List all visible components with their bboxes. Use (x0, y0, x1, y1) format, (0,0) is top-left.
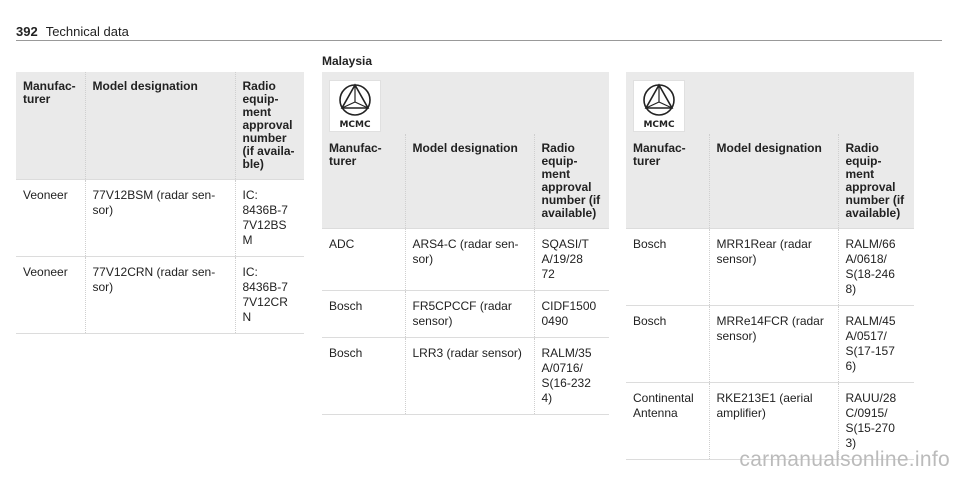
header-divider (16, 40, 942, 41)
cell-manufacturer: Bosch (626, 305, 709, 383)
cell-model-designation: 77V12BSM (radar sen-sor) (84, 179, 235, 257)
cell-model-designation: ARS4-C (radar sen-sor) (404, 228, 534, 291)
logo-cell: MCMC (626, 72, 914, 134)
radio-approval-table-2: MCMC Manufac-turer Model designation Rad… (322, 72, 609, 415)
header-manufacturer: Manufac-turer (626, 134, 709, 229)
section-title: Technical data (45, 24, 129, 39)
logo-text: MCMC (339, 120, 371, 130)
cell-manufacturer: Veoneer (16, 256, 85, 334)
approval-column-2: Malaysia MCMC Manufac-turer Model design… (322, 54, 609, 415)
region-title-spacer (16, 54, 304, 72)
table-row: Veoneer 77V12BSM (radar sen-sor) IC:8436… (16, 179, 304, 257)
mcmc-logo: MCMC (633, 80, 685, 132)
logo-row: MCMC (322, 72, 609, 134)
page-header: 392 Technical data (16, 24, 129, 39)
header-model-designation: Model designation (404, 134, 534, 229)
logo-cell: MCMC (322, 72, 609, 134)
region-title: Malaysia (322, 54, 373, 68)
logo-text: MCMC (643, 120, 675, 130)
cell-model-designation: 77V12CRN (radar sen-sor) (84, 256, 235, 334)
watermark: carmanualsonline.info (739, 448, 950, 471)
mcmc-logo: MCMC (329, 80, 381, 132)
cell-manufacturer: Veoneer (16, 179, 85, 257)
table-row: Veoneer 77V12CRN (radar sen-sor) IC:8436… (16, 256, 304, 334)
cell-manufacturer: ADC (322, 228, 405, 291)
approval-column-3: MCMC Manufac-turer Model designation Rad… (626, 54, 914, 460)
header-model-designation: Model designation (84, 72, 235, 180)
header-manufacturer: Manufac-turer (322, 134, 405, 229)
header-manufacturer: Manufac-turer (16, 72, 85, 180)
radio-approval-table-3: MCMC Manufac-turer Model designation Rad… (626, 72, 914, 460)
cell-model-designation: LRR3 (radar sensor) (404, 337, 534, 415)
cell-manufacturer: Bosch (322, 337, 405, 415)
cell-manufacturer: Bosch (626, 228, 709, 306)
cell-manufacturer: Bosch (322, 290, 405, 338)
page-number: 392 (16, 24, 38, 39)
logo-row: MCMC (626, 72, 914, 134)
header-model-designation: Model designation (708, 134, 838, 229)
region-title-spacer (626, 54, 914, 72)
